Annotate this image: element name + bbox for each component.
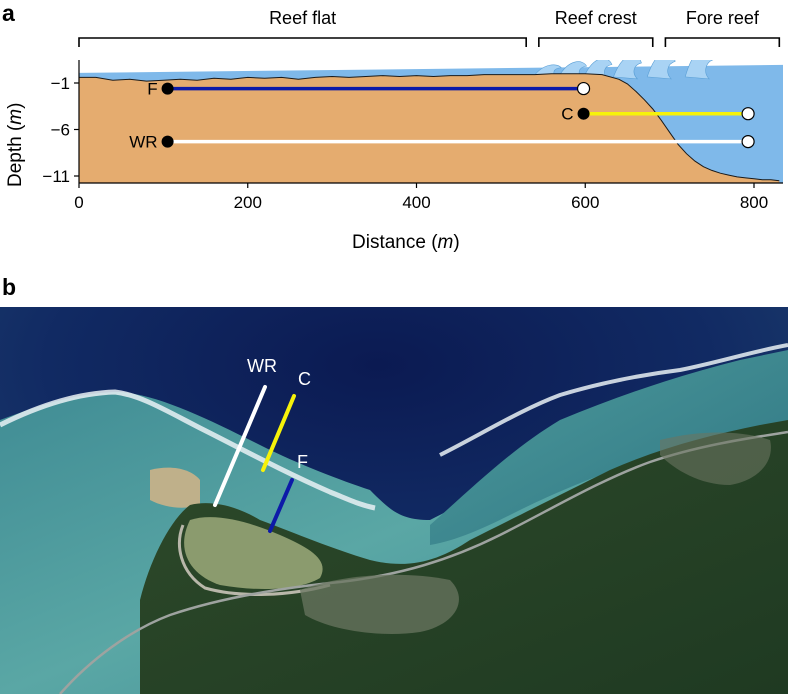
axes: 0 200 400 600 800 −1 −6 −11 <box>42 60 783 212</box>
y-tick-label: −11 <box>42 167 70 186</box>
coastal-highway <box>59 430 788 694</box>
x-tick-label: 0 <box>74 193 83 212</box>
zone-label: Reef flat <box>269 8 336 28</box>
airstrip-field <box>184 517 323 590</box>
y-axis-title-unit: m <box>5 109 26 125</box>
breaking-waves <box>532 60 714 80</box>
instrument-label-f: F <box>147 80 157 99</box>
instrument-wr: WR <box>129 133 755 152</box>
panel-a-label: a <box>2 0 15 26</box>
y-axis-title: Depth (m) <box>5 103 26 187</box>
zone-bracket <box>78 37 527 47</box>
instrument-c: C <box>561 105 755 124</box>
site-label-c: C <box>298 369 311 389</box>
x-axis-title-main: Distance ( <box>352 232 438 253</box>
y-axis-title-main: Depth ( <box>5 124 26 187</box>
reef-surface-line <box>79 73 780 182</box>
surf-line-left <box>0 389 376 511</box>
zone-bracket <box>538 37 654 47</box>
reef-spur <box>150 467 200 508</box>
depth-profile-plot <box>79 60 783 183</box>
airstrip-road <box>178 524 331 596</box>
x-axis-title-unit: m <box>438 232 454 253</box>
zone-label: Fore reef <box>686 8 760 28</box>
zone-label: Reef crest <box>555 8 637 28</box>
y-tick-label: −6 <box>51 121 70 140</box>
surf-line-right <box>439 343 788 457</box>
breaking-wave <box>684 60 714 80</box>
zone-fore-reef: Fore reef <box>664 8 781 47</box>
site-label-wr: WR <box>247 356 277 376</box>
land <box>140 420 788 694</box>
y-ticks: −1 −6 −11 <box>42 74 79 186</box>
lagoon-right <box>430 350 788 545</box>
instrument-start-marker-c <box>577 107 590 120</box>
instrument-end-marker-wr <box>741 134 755 149</box>
y-tick-label: −1 <box>51 74 70 93</box>
instrument-f: F <box>147 80 591 99</box>
instrument-end-marker-f <box>576 81 591 96</box>
x-tick-label: 800 <box>740 193 768 212</box>
zone-bracket <box>664 37 781 47</box>
town-area-right <box>660 432 771 485</box>
x-axis-title: Distance (m) <box>352 232 460 253</box>
instrument-label-c: C <box>561 105 573 124</box>
zone-brackets: Reef flat Reef crest Fore reef <box>78 8 781 47</box>
instrument-start-marker-f <box>161 82 174 95</box>
zone-reef-crest: Reef crest <box>538 8 654 47</box>
instrument-start-marker-wr <box>161 135 174 148</box>
zone-reef-flat: Reef flat <box>78 8 527 47</box>
transect-c <box>261 394 296 472</box>
instrument-end-marker-c <box>741 107 755 121</box>
town-area <box>300 574 459 635</box>
x-axis-title-close: ) <box>453 232 459 253</box>
breaking-wave <box>646 60 676 80</box>
y-axis-title-close: ) <box>5 103 26 109</box>
panel-b-label: b <box>2 274 16 300</box>
breaking-wave <box>613 60 642 80</box>
reef-profile-area <box>79 73 780 183</box>
transect-wr <box>213 385 267 507</box>
x-tick-label: 400 <box>402 193 430 212</box>
x-tick-label: 600 <box>571 193 599 212</box>
x-ticks: 0 200 400 600 800 <box>74 183 768 212</box>
instrument-lines: F C WR <box>129 80 755 152</box>
site-label-f: F <box>297 452 308 472</box>
instrument-label-wr: WR <box>129 133 157 152</box>
aerial-map: WR C F <box>0 307 788 694</box>
x-tick-label: 200 <box>234 193 262 212</box>
transect-f <box>268 478 294 533</box>
